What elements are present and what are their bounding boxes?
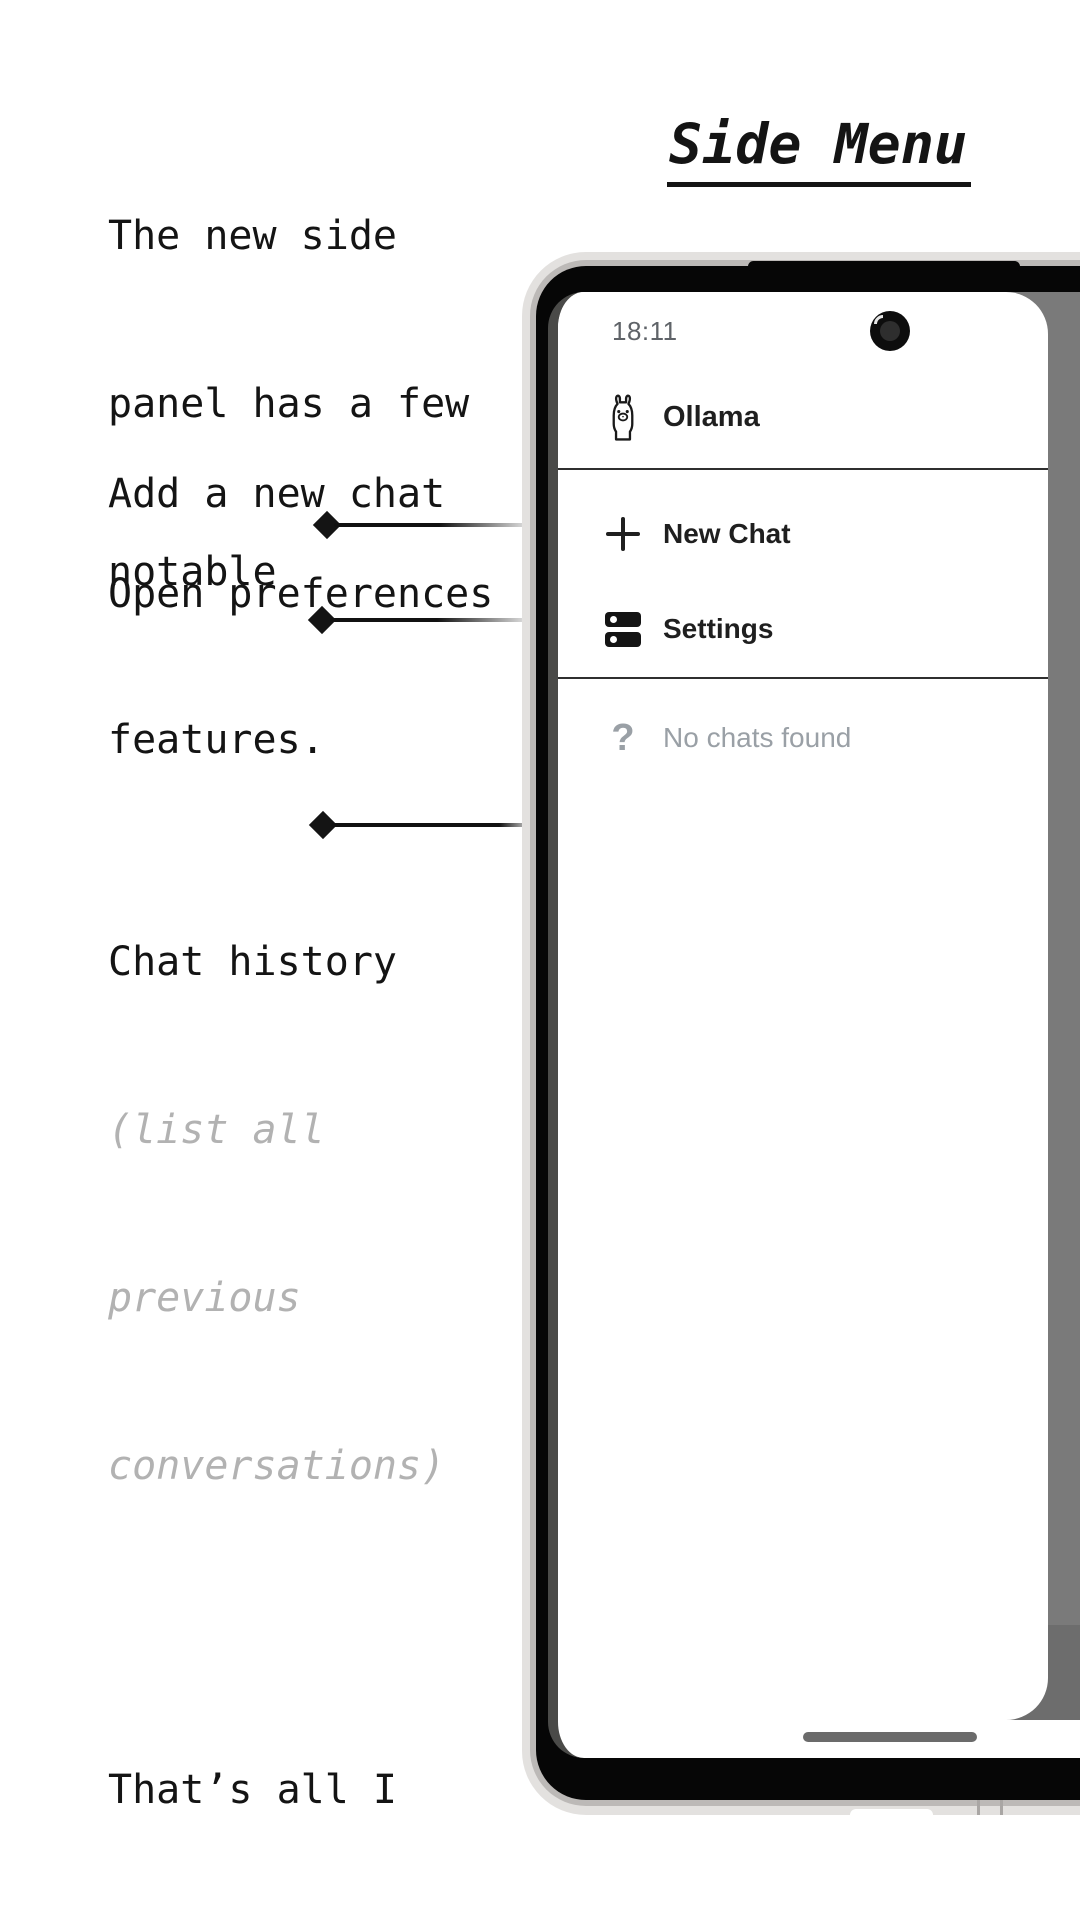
settings-icon [600, 611, 646, 647]
menu-item-label: Settings [663, 613, 774, 644]
side-menu-drawer: 18:11 Ollama [558, 292, 1048, 1720]
intro-line: features. [108, 717, 325, 763]
earpiece-speaker [748, 261, 1020, 272]
callout-preferences: Open preferences [108, 571, 494, 617]
empty-state-label: No chats found [663, 722, 852, 753]
phone-screen: 18:11 Ollama [548, 292, 1080, 1758]
divider [558, 677, 1048, 679]
front-camera [870, 311, 910, 351]
chat-history-label: Chat history [108, 939, 397, 985]
question-mark-icon: ? [611, 716, 635, 759]
antenna-seam [1000, 1800, 1003, 1815]
history-note-line: conversations) [108, 1443, 446, 1489]
ollama-llama-icon [600, 393, 646, 441]
intro-line: The new side [108, 213, 397, 259]
app-name: Ollama [663, 400, 760, 433]
phone-frame: 18:11 Ollama [522, 252, 1080, 1815]
callout-chat-history: Chat history (list all previous conversa… [108, 822, 445, 1606]
arrow-shaft-preferences [330, 618, 568, 622]
divider [558, 468, 1048, 470]
camera-lens [880, 321, 900, 341]
menu-item-label: New Chat [663, 518, 791, 549]
intro-line: notable [108, 549, 277, 595]
callout-new-chat: Add a new chat [108, 471, 446, 517]
usb-port [850, 1809, 933, 1815]
intro-paragraph: The new side panel has a few notable fea… [108, 96, 469, 880]
history-note-line: previous [108, 1275, 301, 1321]
menu-item-new-chat[interactable]: New Chat [600, 501, 1018, 567]
outro-paragraph: That’s all I have to say. Have fun! [108, 1648, 397, 1924]
history-note-line: (list all [108, 1107, 325, 1153]
plus-icon [600, 517, 646, 551]
app-header-row: Ollama [600, 384, 1018, 450]
empty-chat-list-row: ? No chats found [600, 705, 1018, 771]
intro-line: panel has a few [108, 381, 470, 427]
page-title: Side Menu [667, 112, 972, 187]
menu-item-settings[interactable]: Settings [600, 596, 1018, 662]
outro-line: That’s all I [108, 1767, 397, 1813]
status-bar-clock: 18:11 [612, 316, 678, 346]
gesture-nav-pill[interactable] [803, 1732, 977, 1742]
arrow-shaft-new-chat [334, 523, 568, 527]
antenna-seam [977, 1800, 980, 1815]
